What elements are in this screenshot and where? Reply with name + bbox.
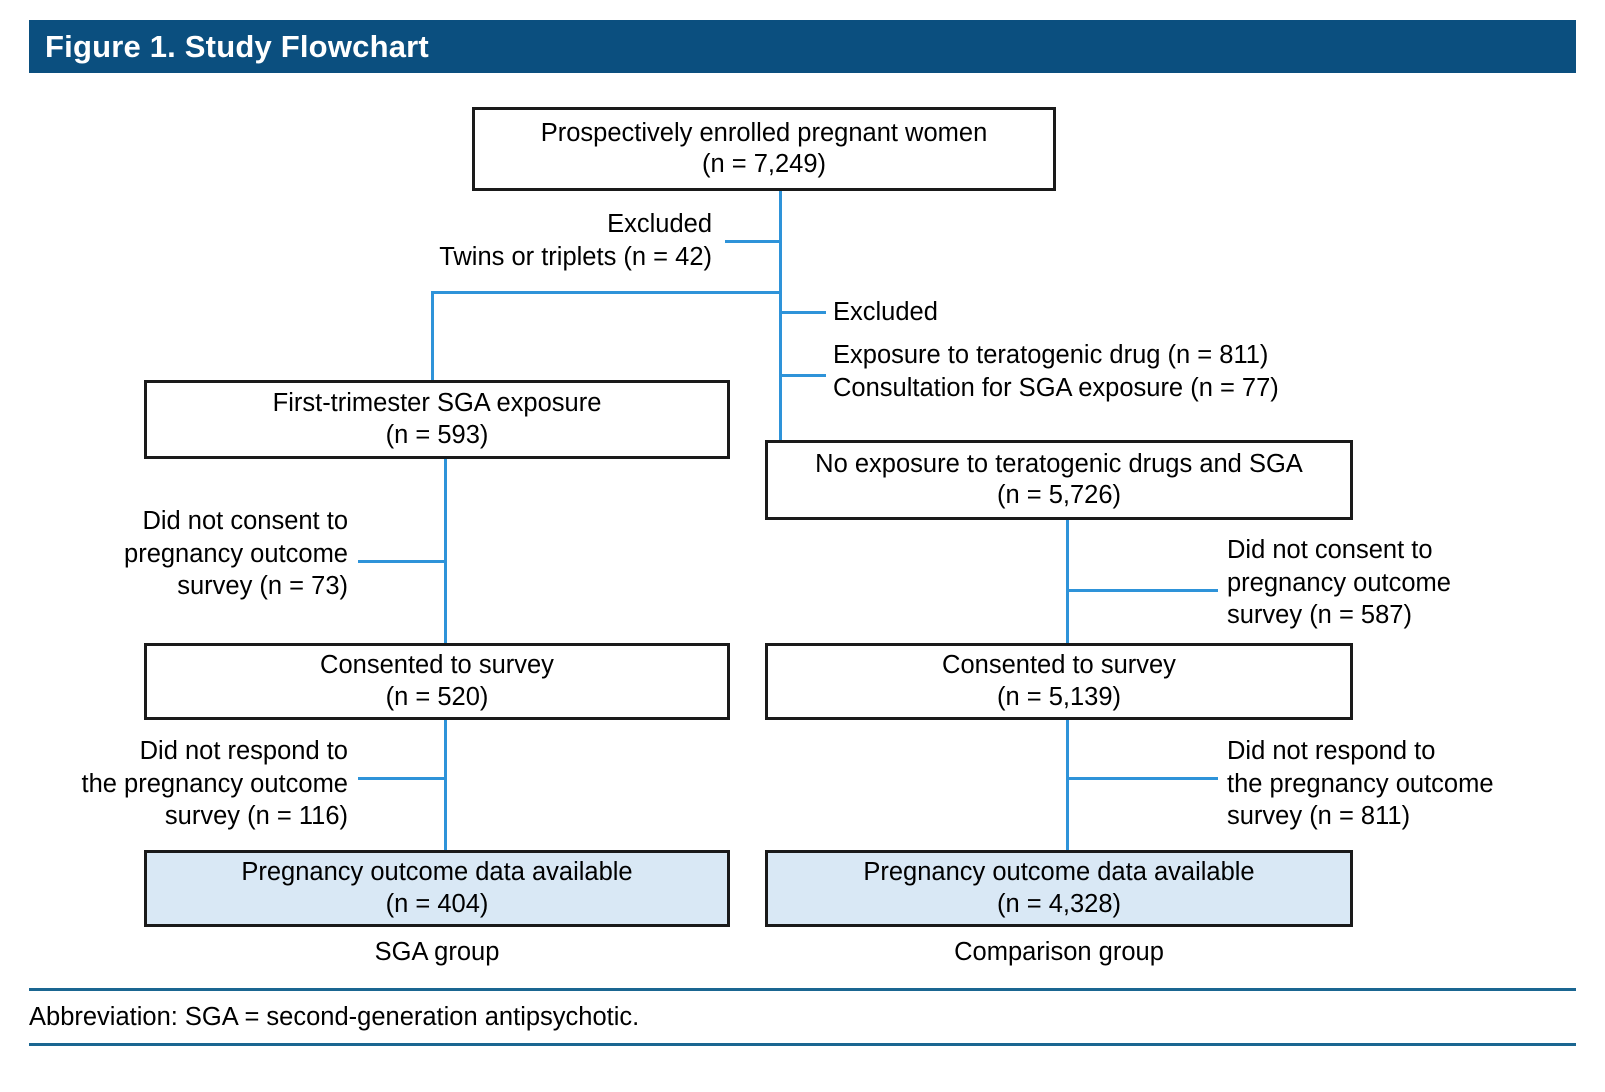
node-consented-left-count: (n = 520) (385, 682, 489, 711)
footer-rule-bottom (29, 1043, 1576, 1046)
connector-right-branch-vertical (779, 291, 782, 445)
node-outcome-right-label: Pregnancy outcome data available (863, 858, 1255, 887)
note-did-not-respond-right: Did not respond to the pregnancy outcome… (1227, 737, 1494, 831)
group-caption-right: Comparison group (954, 938, 1164, 966)
connector-excluded-twins-stub (725, 240, 781, 243)
connector-left-branch-vertical (431, 291, 434, 380)
node-consented-right: Consented to survey (n = 5,139) (765, 643, 1353, 720)
connector-left-consent-vertical (444, 459, 447, 643)
node-consented-left: Consented to survey (n = 520) (144, 643, 730, 720)
footer-rule-top (29, 988, 1576, 991)
page-title: Figure 1. Study Flowchart (45, 28, 429, 64)
note-excluded-twins: Excluded Twins or triplets (n = 42) (439, 210, 712, 271)
note-excluded-right-detail: Exposure to teratogenic drug (n = 811) C… (833, 341, 1279, 402)
node-sga-exposure: First-trimester SGA exposure (n = 593) (144, 380, 730, 459)
node-outcome-left: Pregnancy outcome data available (n = 40… (144, 850, 730, 927)
connector-left-outcome-vertical (444, 720, 447, 850)
node-no-exposure: No exposure to teratogenic drugs and SGA… (765, 440, 1353, 520)
node-outcome-left-label: Pregnancy outcome data available (241, 858, 633, 887)
note-did-not-respond-left: Did not respond to the pregnancy outcome… (81, 737, 348, 831)
node-no-exposure-label: No exposure to teratogenic drugs and SGA (815, 449, 1303, 478)
connector-right-outcome-vertical (1066, 720, 1069, 850)
node-consented-left-label: Consented to survey (320, 651, 554, 680)
connector-left-no-respond-stub (358, 777, 444, 780)
node-outcome-right: Pregnancy outcome data available (n = 4,… (765, 850, 1353, 927)
note-did-not-consent-right: Did not consent to pregnancy outcome sur… (1227, 536, 1451, 630)
node-outcome-left-count: (n = 404) (385, 889, 489, 918)
connector-excluded-right-title-stub (779, 311, 826, 314)
node-enrolled-label: Prospectively enrolled pregnant women (540, 118, 988, 147)
note-did-not-consent-left: Did not consent to pregnancy outcome sur… (124, 507, 348, 601)
connector-excluded-right-detail-stub (779, 374, 826, 377)
group-caption-left: SGA group (374, 938, 500, 966)
abbreviation-note: Abbreviation: SGA = second-generation an… (29, 1003, 640, 1031)
connector-right-no-consent-stub (1066, 589, 1218, 592)
connector-right-consent-vertical (1066, 520, 1069, 643)
connector-left-branch-horizontal (431, 291, 781, 294)
node-consented-right-label: Consented to survey (942, 651, 1176, 680)
node-enrolled: Prospectively enrolled pregnant women (n… (472, 107, 1056, 191)
node-sga-exposure-count: (n = 593) (385, 420, 489, 449)
figure-header-bar: Figure 1. Study Flowchart (29, 20, 1576, 73)
connector-right-no-respond-stub (1066, 777, 1218, 780)
note-excluded-right-title: Excluded (833, 298, 938, 326)
node-enrolled-count: (n = 7,249) (701, 150, 827, 178)
node-no-exposure-count: (n = 5,726) (996, 481, 1122, 509)
node-consented-right-count: (n = 5,139) (996, 682, 1122, 711)
connector-left-no-consent-stub (358, 560, 444, 563)
node-outcome-right-count: (n = 4,328) (996, 889, 1122, 918)
node-sga-exposure-label: First-trimester SGA exposure (272, 389, 602, 418)
